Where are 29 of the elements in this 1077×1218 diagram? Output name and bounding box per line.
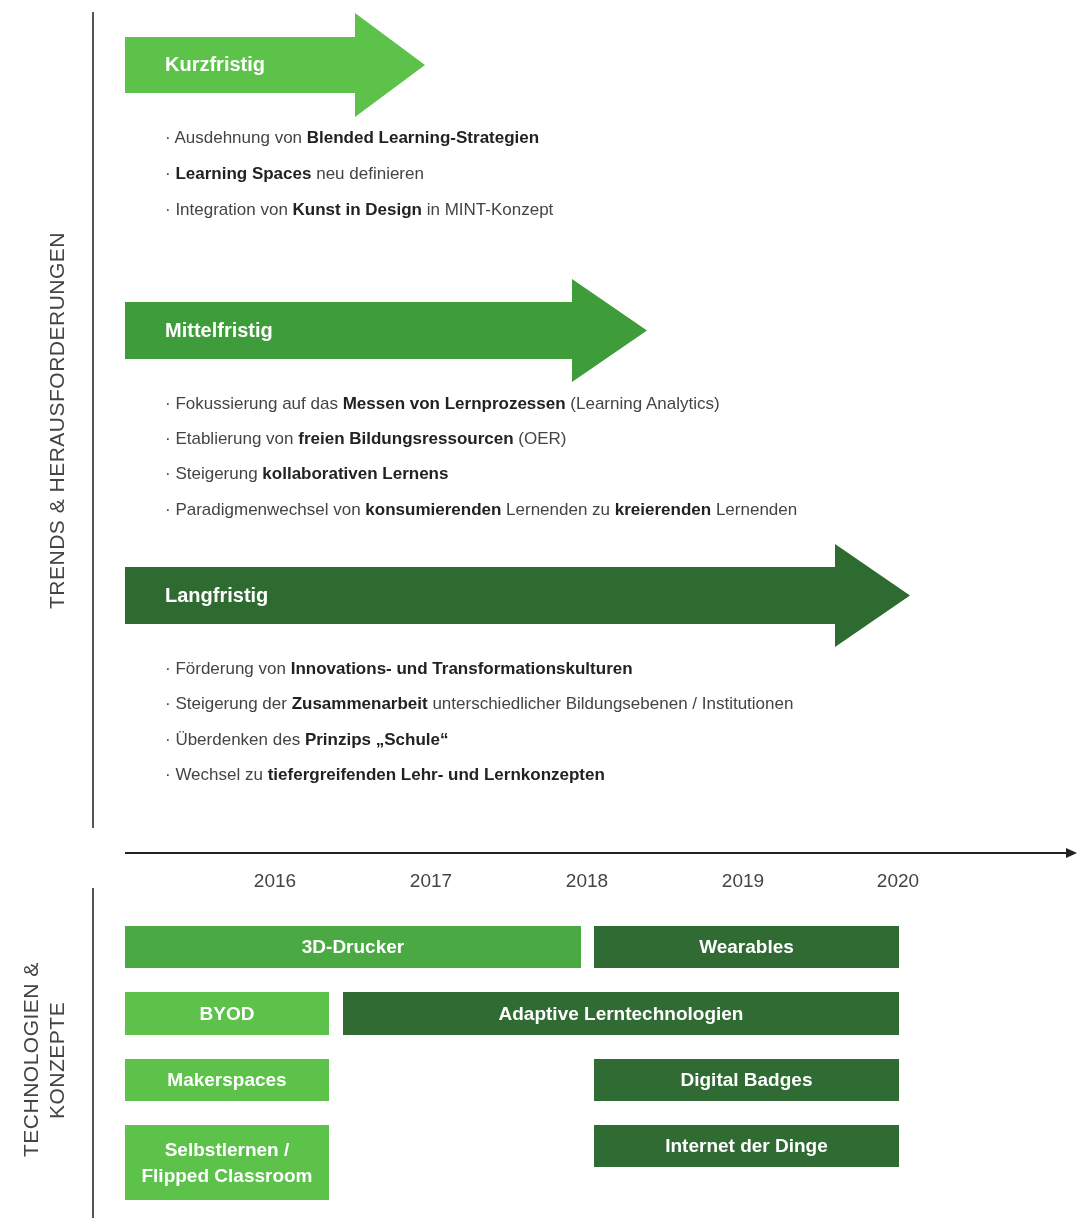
- bullet-item: · Fokussierung auf das Messen von Lernprozessen (Learning Analytics): [165, 393, 720, 415]
- year-label: 2017: [408, 870, 454, 892]
- arrow-label: Mittelfristig: [165, 317, 273, 342]
- timeline-bar: Makerspaces: [125, 1059, 329, 1101]
- timeline-bar: Digital Badges: [594, 1059, 899, 1101]
- bullet-item: · Learning Spaces neu definieren: [165, 163, 424, 185]
- bullet-item: · Paradigmenwechsel von konsumierenden Lernenden zu kreierenden Lernenden: [165, 499, 798, 521]
- timeline-bar: Selbstlernen / Flipped Classroom: [125, 1125, 329, 1200]
- timeline-bar: 3D-Drucker: [125, 926, 581, 968]
- axis-title: TECHNOLOGIEN & KONZEPTE: [18, 961, 69, 1160]
- year-label: 2019: [720, 870, 766, 892]
- arrow-label: Langfristig: [165, 582, 269, 607]
- year-label: 2016: [252, 870, 298, 892]
- bullet-item: · Wechsel zu tiefergreifenden Lehr- und Lernkonzepten: [165, 764, 605, 786]
- year-label: 2018: [564, 870, 610, 892]
- bullet-item: · Ausdehnung von Blended Learning-Strategien: [165, 127, 540, 149]
- timeline-bar: Adaptive Lerntechnologien: [343, 992, 899, 1035]
- bullet-item: · Überdenken des Prinzips „Schule“: [165, 729, 449, 751]
- bullet-item: · Steigerung der Zusammenarbeit unterschiedlicher Bildungsebenen / Institutionen: [165, 693, 794, 715]
- bullet-item: · Steigerung kollaborativen Lernens: [165, 463, 449, 485]
- timeline-bar: Wearables: [594, 926, 899, 968]
- bullet-item: · Integration von Kunst in Design in MINT-Konzept: [165, 199, 554, 221]
- bullet-item: · Förderung von Innovations- und Transformationskulturen: [165, 658, 633, 680]
- timeline-bar: BYOD: [125, 992, 329, 1035]
- axis-title: TRENDS & HERAUSFORDERUNGEN: [44, 230, 69, 611]
- arrow-label: Kurzfristig: [165, 52, 265, 76]
- timeline-bar: Internet der Dinge: [594, 1125, 899, 1167]
- year-label: 2020: [875, 870, 921, 892]
- bullet-item: · Etablierung von freien Bildungsressourcen (OER): [165, 428, 567, 450]
